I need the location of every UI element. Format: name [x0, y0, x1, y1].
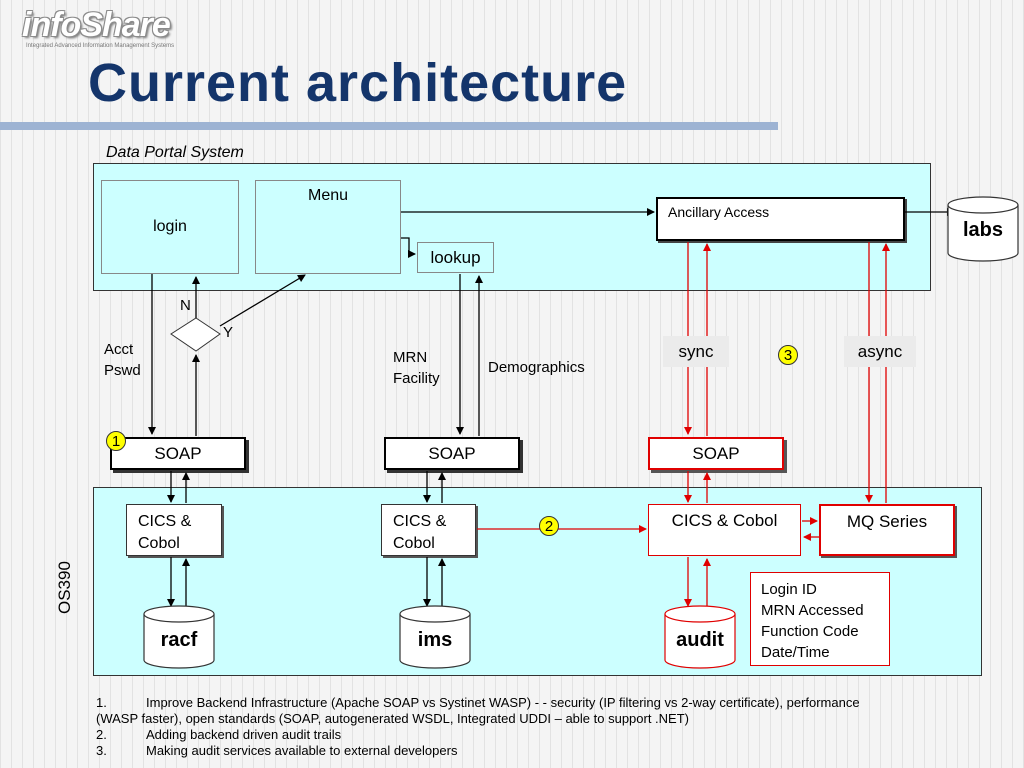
arrow-menu-to-lookup	[401, 237, 416, 258]
labs-label: labs	[962, 219, 1004, 241]
slide-title: Current architecture	[88, 53, 628, 113]
racf-database-icon	[143, 605, 215, 669]
acct-label: Acct	[104, 341, 134, 358]
cics1-line2: Cobol	[138, 535, 180, 552]
labs-database-icon	[947, 196, 1019, 262]
mq-series-box: MQ Series	[819, 504, 955, 556]
login-box: login	[101, 180, 239, 274]
soap-box-1: SOAP	[110, 437, 246, 470]
arrow-decision-yes	[219, 274, 306, 327]
ancillary-access-box: Ancillary Access	[656, 197, 905, 241]
step-badge-1: 1	[106, 431, 126, 451]
soap-box-2: SOAP	[384, 437, 520, 470]
cics-cobol-box-1: CICS & Cobol	[126, 504, 222, 556]
note-item: 1. Improve Backend Infrastructure (Apach…	[96, 695, 996, 711]
step-badge-3: 3	[778, 345, 798, 365]
audit-field: Login ID	[761, 581, 817, 598]
note-number: 1.	[96, 695, 107, 710]
note-text: Making audit services available to exter…	[146, 743, 458, 758]
note-continuation: (WASP faster), open standards (SOAP, aut…	[96, 711, 689, 726]
soap-box-3: SOAP	[648, 437, 784, 470]
infoshare-logo: infoShare Integrated Advanced Informatio…	[8, 4, 198, 50]
facility-label: Facility	[393, 370, 440, 387]
sync-label: sync	[663, 336, 729, 367]
mrn-label: MRN	[393, 349, 428, 366]
audit-field: Function Code	[761, 623, 859, 640]
step-badge-2: 2	[539, 516, 559, 536]
note-text: Improve Backend Infrastructure (Apache S…	[146, 695, 860, 710]
menu-box: Menu	[255, 180, 401, 274]
cics2-line1: CICS &	[393, 513, 447, 530]
notes-list: 1. Improve Backend Infrastructure (Apach…	[96, 695, 996, 759]
racf-label: racf	[160, 629, 198, 651]
logo-wordmark: infoShare	[22, 6, 171, 44]
note-text: Adding backend driven audit trails	[146, 727, 342, 742]
audit-field: MRN Accessed	[761, 602, 864, 619]
ims-label: ims	[417, 629, 453, 651]
decision-diamond	[170, 317, 221, 352]
cics2-line2: Cobol	[393, 535, 435, 552]
ims-database-icon	[399, 605, 471, 669]
audit-field: Date/Time	[761, 644, 830, 661]
cics-cobol-box-3: CICS & Cobol	[648, 504, 801, 556]
decision-no-label: N	[180, 297, 191, 314]
demographics-label: Demographics	[488, 359, 585, 376]
decision-yes-label: Y	[223, 324, 234, 341]
note-item: 3. Making audit services available to ex…	[96, 743, 996, 759]
logo-tagline: Integrated Advanced Information Manageme…	[26, 43, 175, 49]
note-item: 2. Adding backend driven audit trails	[96, 727, 996, 743]
audit-label: audit	[676, 629, 724, 651]
cics-cobol-box-2: CICS & Cobol	[381, 504, 476, 556]
audit-database-icon	[664, 605, 736, 669]
audit-fields-box: Login ID MRN Accessed Function Code Date…	[750, 572, 890, 666]
note-number: 2.	[96, 727, 107, 742]
portal-caption: Data Portal System	[106, 144, 244, 161]
pswd-label: Pswd	[104, 362, 141, 379]
note-number: 3.	[96, 743, 107, 758]
title-rule	[0, 122, 778, 130]
cics1-line1: CICS &	[138, 513, 192, 530]
lookup-box: lookup	[417, 242, 494, 273]
async-label: async	[844, 336, 916, 367]
